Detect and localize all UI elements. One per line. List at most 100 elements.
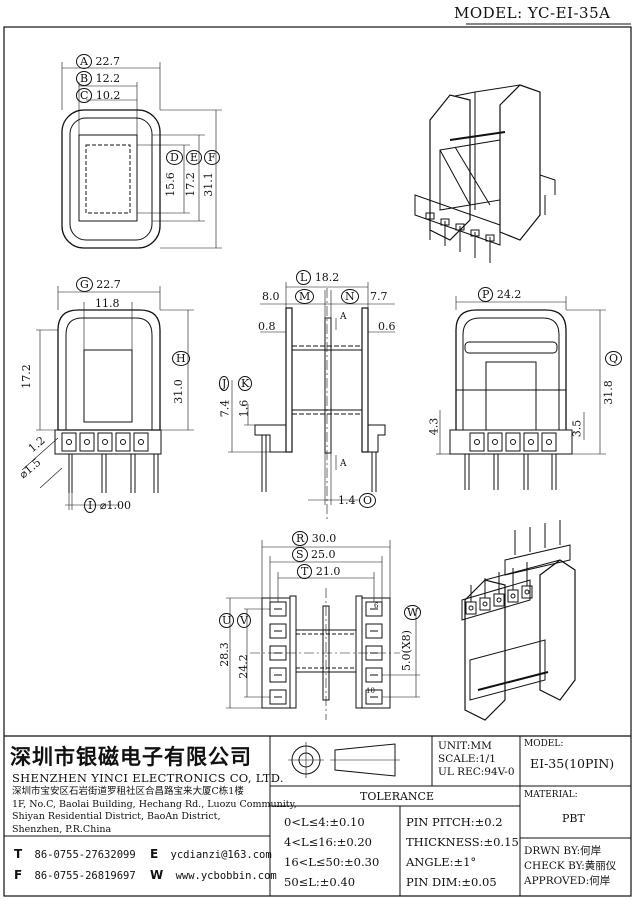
web-label: W — [150, 868, 164, 882]
dim-a-label: A 22.7 — [76, 54, 120, 69]
dim-c-letter: C — [76, 88, 93, 103]
side-view-outline — [228, 282, 395, 520]
dim-g-label: G 22.7 — [76, 277, 121, 292]
dim-f-value: 31.1 — [201, 172, 215, 197]
tolerance-title: TOLERANCE — [360, 790, 434, 803]
section-mark-top: A — [340, 312, 347, 322]
scale-text: SCALE:1/1 — [438, 753, 496, 765]
dim-t-value: 21.0 — [315, 565, 341, 578]
approval-block: DRWN BY:何岸 CHECK BY:黄丽仪 APPROVED:何岸 — [524, 844, 616, 889]
model-label: MODEL: — [524, 739, 564, 749]
material-value: PBT — [562, 812, 585, 825]
dim-h-label: H — [172, 351, 190, 366]
dim-n-letter: N — [341, 289, 359, 304]
bottom-view-outline — [226, 540, 420, 720]
dim-i-letter: I — [84, 498, 97, 513]
dim-f-letter: F — [204, 150, 220, 165]
ul-rec-text: UL REC:94V-0 — [438, 766, 515, 778]
dim-m-letter-text: M — [295, 289, 315, 304]
fax-label: F — [14, 868, 23, 882]
tolerance-row-4: 50≤L:±0.40 — [284, 875, 356, 889]
dim-u-value: 28.3 — [217, 642, 231, 667]
dim-front-height-left: 17.2 — [19, 364, 33, 389]
dim-b-letter: B — [76, 71, 93, 86]
email-value[interactable]: ycdianzi@163.com — [170, 849, 272, 861]
tolerance-row-2: 4<L≤16:±0.20 — [284, 835, 372, 849]
dim-p-letter: P — [478, 287, 494, 302]
dim-q-letter: Q — [605, 351, 623, 366]
isometric-view-top — [414, 84, 556, 263]
dim-o-label: 1.4 O — [338, 493, 377, 508]
dim-i-label: I ⌀1.00 — [84, 498, 131, 513]
dim-front-inner-width: 11.8 — [95, 297, 120, 310]
pin-spec-list: PIN PITCH:±0.2 THICKNESS:±0.15 ANGLE:±1°… — [406, 812, 519, 892]
dim-m-value: 8.0 — [262, 290, 280, 303]
dim-a-letter: A — [76, 54, 92, 69]
dim-g-letter: G — [76, 277, 93, 292]
dim-u-letter-text: U — [219, 613, 235, 628]
phone-value: 86-0755-27632099 — [34, 849, 136, 861]
check-by: CHECK BY:黄丽仪 — [524, 860, 617, 872]
pin-number-first: 6 — [374, 602, 379, 610]
dim-flange-left: 0.8 — [258, 320, 276, 333]
address-line-3: Shiyan Residential District, BaoAn Distr… — [12, 811, 221, 822]
dim-i-value: 1.00 — [106, 499, 131, 512]
dim-h-value: 31.0 — [171, 379, 185, 404]
dim-w-value: 5.0(X8) — [399, 630, 413, 671]
isometric-view-bottom — [461, 520, 576, 721]
contact-web: W www.ycbobbin.com — [150, 868, 277, 882]
company-address: 深圳市宝安区石岩街道罗租社区合昌路宝来大厦C栋1楼 1F, No.C, Baol… — [12, 786, 297, 836]
dim-l-value: 18.2 — [314, 271, 340, 284]
dim-q-letter-text: Q — [605, 351, 623, 366]
dim-h-letter: H — [172, 351, 190, 366]
address-line-1: 深圳市宝安区石岩街道罗租社区合昌路宝来大厦C栋1楼 — [12, 786, 244, 797]
web-value[interactable]: www.ycbobbin.com — [175, 870, 277, 882]
dim-o-value: 1.4 — [338, 494, 356, 507]
fax-value: 86-0755-26819697 — [34, 870, 136, 882]
dim-t-letter: T — [297, 564, 313, 579]
dim-u-letter: U — [219, 613, 235, 628]
dim-q-value: 31.8 — [601, 380, 615, 405]
drawn-by: DRWN BY:何岸 — [524, 845, 602, 857]
dim-n-letter-text: N — [341, 289, 359, 304]
tolerance-row-3: 16<L≤50:±0.30 — [284, 855, 380, 869]
dim-back-right-height: 3.5 — [570, 419, 584, 438]
dim-w-letter-text: W — [404, 605, 422, 620]
contact-email: E ycdianzi@163.com — [150, 847, 272, 861]
pin-spec-row-3: ANGLE:±1° — [406, 855, 477, 869]
dim-w-letter: W — [404, 605, 422, 620]
dim-j-letter-text: J — [219, 376, 230, 391]
email-label: E — [150, 847, 159, 861]
back-view-outline — [436, 296, 606, 490]
unit-scale-block: UNIT:MM SCALE:1/1 UL REC:94V-0 — [438, 740, 515, 779]
dim-n-value: 7.7 — [370, 290, 388, 303]
title-block-lines — [4, 735, 631, 896]
dim-l-letter: L — [296, 270, 312, 285]
dim-g-value: 22.7 — [96, 278, 121, 291]
dim-b-value: 12.2 — [95, 72, 121, 85]
tolerance-list: 0<L≤4:±0.10 4<L≤16:±0.20 16<L≤50:±0.30 5… — [284, 812, 379, 892]
company-name-cn: 深圳市银磁电子有限公司 — [10, 745, 252, 769]
dim-e-value: 17.2 — [183, 172, 197, 197]
contact-fax: F 86-0755-26819697 — [14, 868, 136, 882]
section-mark-bottom: A — [340, 459, 347, 469]
dim-s-value: 25.0 — [311, 548, 336, 561]
dim-j-letter: J — [219, 376, 230, 391]
dim-r-label: R 30.0 — [292, 531, 337, 546]
dim-p-label: P 24.2 — [478, 287, 521, 302]
dim-m-letter: M — [295, 289, 315, 304]
material-label: MATERIAL: — [524, 790, 578, 800]
dim-k-letter: K — [238, 376, 253, 391]
dim-d-letter: D — [166, 150, 183, 165]
dim-k-letter-text: K — [238, 376, 253, 391]
model-number-header: MODEL: YC-EI-35A — [454, 4, 611, 22]
dim-r-value: 30.0 — [311, 532, 337, 545]
dim-k-value: 1.6 — [237, 399, 251, 418]
dim-b-label: B 12.2 — [76, 71, 121, 86]
approved-by: APPROVED:何岸 — [524, 875, 611, 887]
phone-label: T — [14, 847, 23, 861]
dim-r-letter: R — [292, 531, 309, 546]
front-view-outline — [21, 286, 194, 510]
dim-j-value: 7.4 — [218, 399, 232, 418]
